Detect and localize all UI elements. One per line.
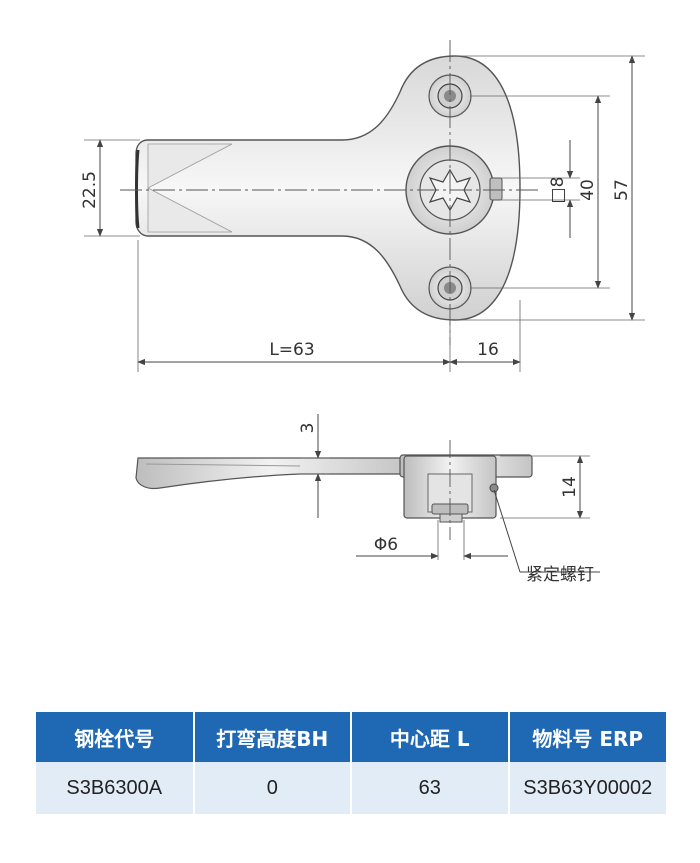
- dim-3: 3: [298, 423, 318, 434]
- header-bend-height: 打弯高度BH: [193, 712, 352, 762]
- dim-40: 40: [578, 179, 598, 201]
- cell-erp-number: S3B63Y00002: [508, 762, 666, 814]
- latch-plate: [135, 55, 521, 321]
- spec-table: 钢栓代号 打弯高度BH 中心距 L 物料号 ERP S3B6300A 0 63 …: [36, 712, 666, 814]
- set-screw-label: 紧定螺钉: [526, 565, 594, 585]
- top-view: 22.5 L=63 16 57 40 □8: [80, 40, 645, 372]
- dim-diameter-6: Φ6: [374, 535, 398, 555]
- cell-bolt-code: S3B6300A: [36, 762, 195, 814]
- header-erp-number: 物料号 ERP: [508, 712, 666, 762]
- dim-16: 16: [477, 340, 499, 360]
- header-center-distance: 中心距 L: [351, 712, 510, 762]
- dim-14: 14: [560, 476, 580, 498]
- dim-57: 57: [612, 179, 632, 201]
- tongue-bevel: [147, 143, 233, 233]
- dim-length-L: L=63: [269, 340, 314, 360]
- cell-bend-height: 0: [193, 762, 352, 814]
- tongue-side: [135, 457, 409, 490]
- table-header-row: 钢栓代号 打弯高度BH 中心距 L 物料号 ERP: [36, 712, 666, 762]
- dim-square-8: □8: [548, 177, 568, 204]
- table-row: S3B6300A 0 63 S3B63Y00002: [36, 762, 666, 814]
- cell-center-distance: 63: [351, 762, 510, 814]
- side-view: 3 14 Φ6 紧定螺钉: [135, 414, 600, 585]
- header-bolt-code: 钢栓代号: [36, 712, 195, 762]
- dim-22-5: 22.5: [80, 171, 100, 209]
